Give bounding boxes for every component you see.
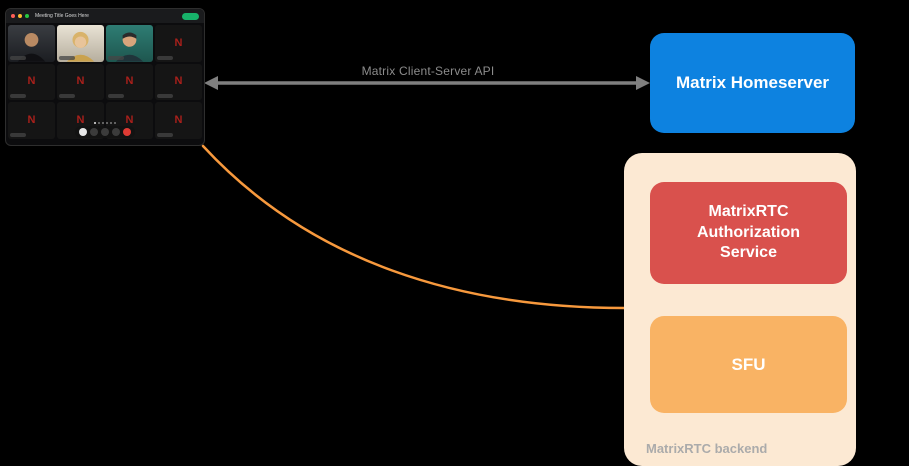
participant-name-pill (108, 55, 124, 60)
avatar-tile: N (155, 63, 202, 101)
avatar-letter: N (174, 75, 183, 88)
participant-name-pill (108, 94, 124, 99)
more-options-button[interactable] (112, 128, 120, 136)
participant-name-pill (10, 133, 26, 137)
homeserver-label: Matrix Homeserver (675, 73, 830, 92)
screenshare-button[interactable] (101, 128, 109, 136)
participant-name-pill (157, 55, 173, 60)
page-indicator-dots[interactable] (94, 122, 116, 124)
call-app-screenshot: Meeting Title Goes Here (5, 8, 205, 146)
avatar-tile: N (106, 63, 153, 101)
avatar-letter: N (76, 75, 85, 88)
video-tile-grid: N N N N N N N N N (6, 23, 204, 141)
video-tile-participant (8, 25, 55, 62)
participant-name-pill (157, 94, 173, 99)
camera-button[interactable] (90, 128, 98, 136)
window-minimize-icon[interactable] (18, 14, 22, 18)
avatar-letter: N (125, 114, 134, 127)
hangup-button[interactable] (123, 128, 131, 136)
sfu-label: SFU (731, 354, 766, 374)
authorization-service-box: MatrixRTC Authorization Service (650, 182, 847, 284)
avatar-letter: N (174, 114, 183, 127)
client-server-api-label: Matrix Client-Server API (361, 64, 495, 78)
participant-name-pill (157, 133, 173, 137)
avatar-letter: N (125, 75, 134, 88)
participant-name-pill (59, 94, 75, 99)
call-window-titlebar: Meeting Title Goes Here (6, 9, 204, 23)
video-tile-participant (106, 25, 153, 62)
avatar-letter: N (76, 114, 85, 127)
avatar-tile: N (8, 102, 55, 139)
share-button[interactable] (182, 12, 199, 20)
window-zoom-icon[interactable] (25, 14, 29, 18)
backend-caption: MatrixRTC backend (646, 441, 768, 456)
meeting-title: Meeting Title Goes Here (35, 13, 89, 19)
avatar-tile: N (8, 63, 55, 101)
authorization-service-label: MatrixRTC Authorization Service (696, 202, 801, 262)
avatar-letter: N (27, 75, 36, 88)
mic-button[interactable] (79, 128, 87, 136)
client-server-arrow (204, 76, 650, 90)
sfu-box: SFU (650, 316, 847, 413)
participant-name-pill (10, 55, 26, 60)
participant-name-pill (59, 55, 75, 60)
homeserver-box: Matrix Homeserver (650, 33, 855, 133)
video-tile-participant (57, 25, 104, 62)
avatar-tile: N (155, 102, 202, 139)
rtc-connector-line (201, 144, 626, 310)
matrixrtc-backend-container: MatrixRTC Authorization Service SFU Matr… (624, 153, 856, 466)
avatar-letter: N (174, 36, 183, 49)
call-control-bar (75, 126, 135, 138)
avatar-tile: N (57, 63, 104, 101)
avatar-tile: N (155, 25, 202, 62)
avatar-letter: N (27, 114, 36, 127)
window-close-icon[interactable] (11, 14, 15, 18)
participant-name-pill (10, 94, 26, 99)
